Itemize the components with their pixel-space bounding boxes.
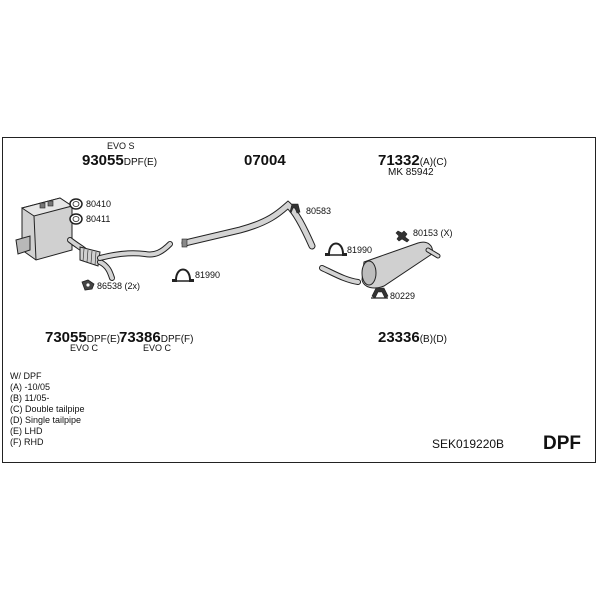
clamp-81990-right [325,242,347,256]
label-80153: 80153 (X) [413,228,453,238]
part-23336-number: 23336 [378,329,420,346]
clamp-81990-left [172,268,194,282]
legend-item: W/ DPF [10,371,42,381]
part-73386-suffix: DPF(F) [160,334,194,345]
gasket-80410 [69,198,83,210]
part-93055-label: 93055DPF(E) [82,153,157,168]
diagram-frame [2,137,596,463]
flex-pipe [79,246,101,267]
label-80229: 80229 [390,291,416,301]
part-73386-number: 73386 [119,329,161,346]
hanger-80153 [395,230,410,243]
part-73055-note: EVO C [70,343,99,353]
label-80410: 80410 [86,199,112,209]
part-71332-label: 71332(A)(C) [378,153,447,168]
part-93055-number: 93055 [82,152,124,169]
part-71332-sub: MK 85942 [388,167,434,178]
part-93055-suffix: DPF(E) [123,157,158,168]
label-86538: 86538 (2x) [97,281,141,291]
part-23336-suffix: (B)(D) [419,334,447,345]
front-pipe [97,241,173,281]
kit-type: DPF [543,433,581,454]
middle-pipe [181,200,316,250]
part-73055-number: 73055 [45,329,87,346]
legend: W/ DPF (A) -10/05 (B) 11/05- (C) Double … [10,371,85,448]
legend-item: (C) Double tailpipe [10,404,85,414]
part-73386-label: 73386DPF(F) [119,330,194,345]
gasket-80411 [69,213,83,225]
hanger-80229 [371,287,389,299]
hanger-80583 [289,203,301,214]
legend-item: (F) RHD [10,437,44,447]
part-73055-label: 73055DPF(E) [45,330,120,345]
label-80411: 80411 [86,214,111,224]
bolt-86538 [81,279,95,291]
part-73055-suffix: DPF(E) [86,334,121,345]
part-71332-number: 71332 [378,152,420,169]
part-73386-note: EVO C [143,343,172,353]
legend-item: (B) 11/05- [10,393,50,403]
label-80583: 80583 [306,206,332,216]
rear-silencer [319,241,441,289]
part-93055-note: EVO S [107,141,135,151]
legend-item: (E) LHD [10,426,43,436]
kit-code: SEK019220B [432,437,505,451]
label-81990-right: 81990 [347,245,373,255]
part-23336-label: 23336(B)(D) [378,330,447,345]
legend-item: (D) Single tailpipe [10,415,82,425]
label-81990-left: 81990 [195,270,221,280]
part-07004-label: 07004 [244,152,286,169]
part-71332-suffix: (A)(C) [419,157,447,168]
legend-item: (A) -10/05 [10,382,51,392]
